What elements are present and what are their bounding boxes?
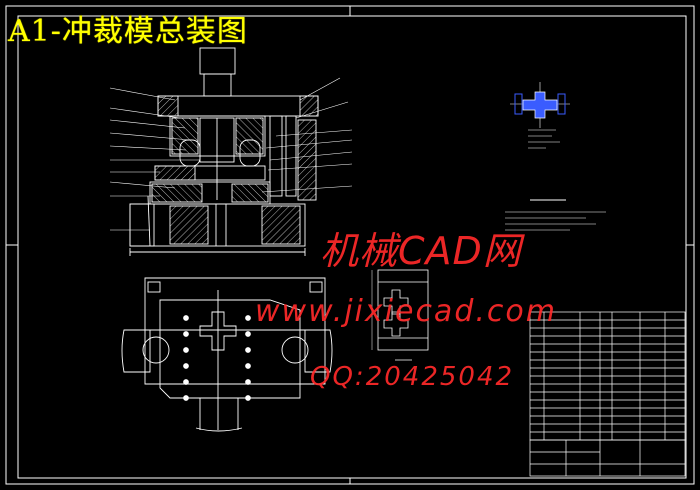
leader-lines-left xyxy=(109,87,200,231)
title-block-icon xyxy=(529,439,686,477)
press-die-section-icon xyxy=(129,47,319,256)
parts-table-icon xyxy=(529,311,686,441)
watermark-qq: QQ:20425042 xyxy=(310,362,515,392)
watermark-site-name: 机械CAD网 xyxy=(320,229,522,273)
strip-layout-icon xyxy=(371,269,429,361)
watermark-url: www.jixiecad.com xyxy=(255,294,557,329)
die-plan-view-icon xyxy=(121,277,333,432)
technical-notes xyxy=(505,199,606,231)
drawing-title: A1-冲裁模总装图 xyxy=(8,14,248,49)
sheet-border xyxy=(5,5,695,485)
cross-part-icon xyxy=(510,82,570,149)
leader-lines-right xyxy=(261,77,353,193)
